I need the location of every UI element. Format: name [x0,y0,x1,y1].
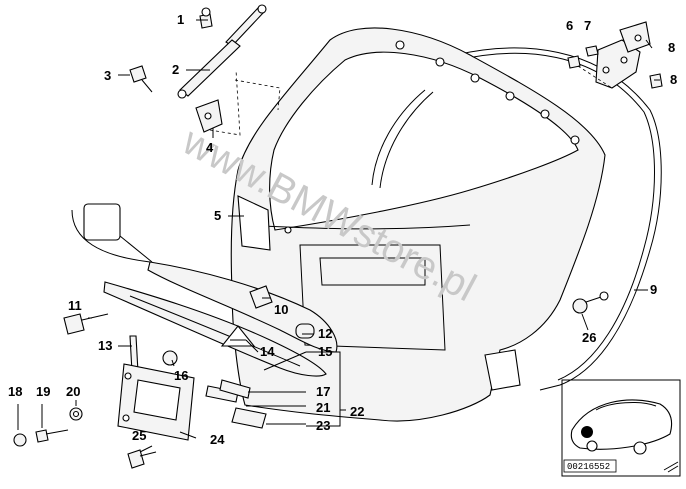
buffer-25 [572,291,609,314]
label-7: 8 [670,72,677,87]
label-16: 11 [68,298,82,313]
label-8-a: 6 [566,18,573,33]
label-18: 24 [210,432,225,447]
cap-17 [295,323,315,339]
diagram-code: 00216552 [567,462,610,472]
label-11: 15 [318,344,332,359]
callout-labels: 1 2 3 4 5 6 7 8 8 9 10 11 12 13 14 15 16… [8,12,677,447]
grommet-19 [162,350,178,366]
tailgate-seal [454,47,662,391]
label-2: 2 [172,62,179,77]
label-1: 5 [214,208,221,223]
label-6: 8 [668,40,675,55]
location-dot-icon [581,426,593,438]
label-26: 14 [260,344,275,359]
label-25: 26 [582,330,596,345]
label-8-b: 7 [584,18,591,33]
label-24: 13 [98,338,112,353]
label-3: 4 [206,140,214,155]
label-20: 19 [36,384,50,399]
license-plate-bracket [117,363,195,441]
screw-16 [63,313,109,335]
warning-triangle-icon [220,325,256,347]
label-22: 20 [66,384,80,399]
label-19: 16 [174,368,188,383]
label-17: 12 [318,326,332,341]
clip-15 [249,285,273,309]
bolt-5 [129,65,153,93]
label-13: 17 [316,384,330,399]
tailgate-window [269,51,579,231]
detail-inset-square [83,203,121,241]
gas-strut [177,4,267,99]
car-locator-inset: 00216552 [561,379,681,477]
label-4: 1 [177,12,184,27]
label-5: 3 [104,68,111,83]
ball-stud [199,7,213,29]
label-9: 9 [650,282,657,297]
screw-21 [127,449,157,469]
label-12: 23 [316,418,330,433]
label-23: 18 [8,384,22,399]
strut-bracket [195,99,223,133]
leader-lines [17,19,660,453]
label-14: 21 [316,400,330,415]
label-15: 10 [274,302,288,317]
frame-bolt-icons [284,40,580,234]
label-21: 25 [132,428,146,443]
hinge [595,21,651,89]
label-10: 22 [350,404,364,419]
handle-trim-strip [103,281,327,377]
